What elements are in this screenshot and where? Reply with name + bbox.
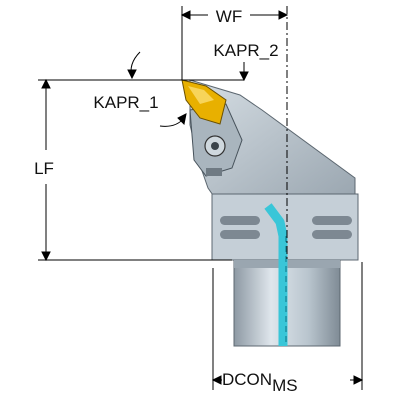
flange-slot-right-lower <box>312 230 352 239</box>
flange-slot-left <box>220 216 260 225</box>
kapr-2-dimension <box>182 62 249 82</box>
wf-label: WF <box>216 7 242 26</box>
wf-dimension <box>180 6 289 262</box>
clamp-screw-head <box>211 142 219 150</box>
lf-label: LF <box>34 159 54 178</box>
lf-dimension <box>38 78 232 262</box>
coolant-channel <box>264 203 288 346</box>
clamp-lever <box>206 168 222 176</box>
kapr-2-label: KAPR_2 <box>213 41 278 60</box>
flange-slot-right <box>312 216 352 225</box>
insert-highlight <box>188 86 214 104</box>
kapr-1-label: KAPR_1 <box>93 93 158 112</box>
dcon-main: DCON <box>222 370 272 389</box>
dcon-subscript: MS <box>272 376 298 395</box>
flange-slot-left-lower <box>220 230 260 239</box>
kapr-1-dimension <box>127 51 187 127</box>
dcon-dimension <box>211 262 364 390</box>
dcon-label: DCONMS <box>222 370 298 395</box>
